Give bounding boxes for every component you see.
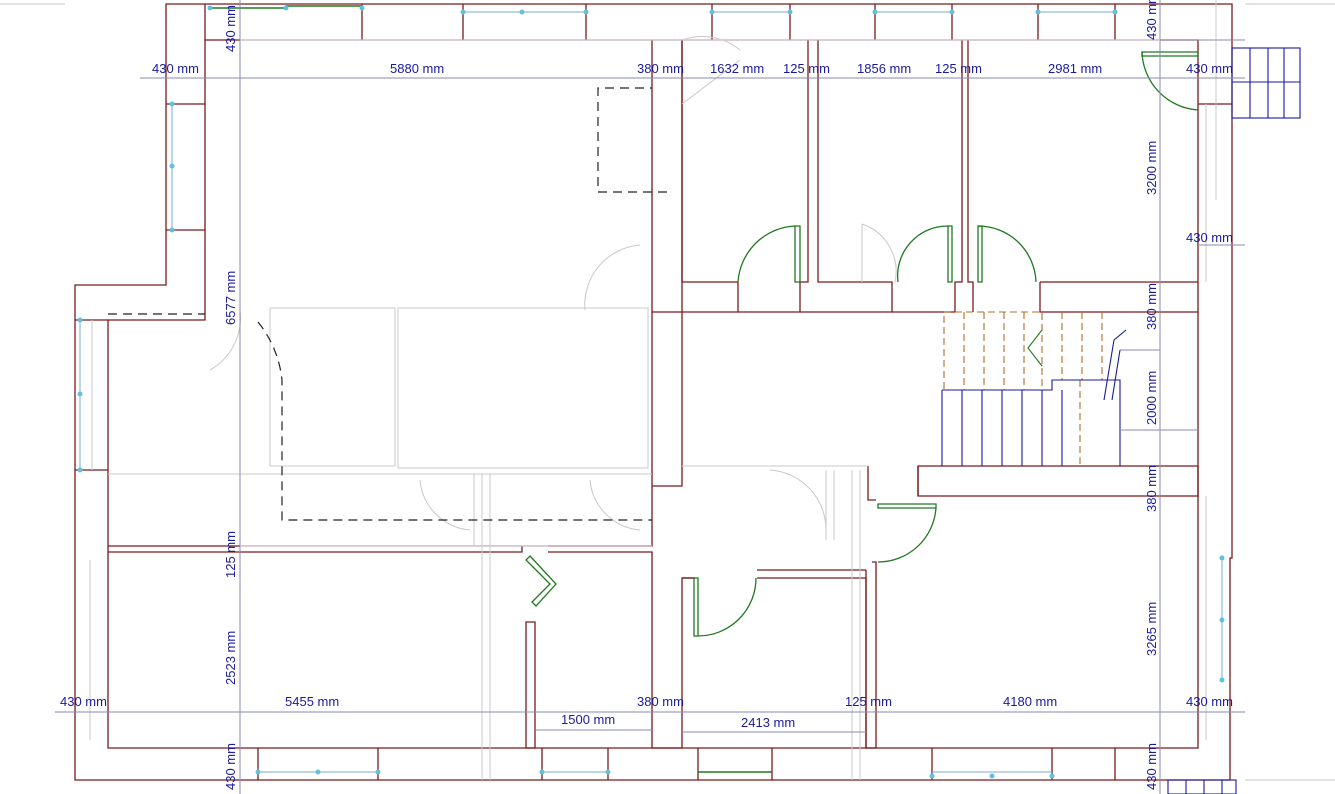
dim-top-125-a: 125 mm — [783, 61, 830, 76]
dim-top-380: 380 mm — [637, 61, 684, 76]
dim-right-430-b: 430 mm — [1186, 230, 1233, 245]
dim-top-125-b: 125 mm — [935, 61, 982, 76]
dim-left-430-top: 430 mm — [223, 5, 238, 52]
dim-left-125: 125 mm — [223, 531, 238, 578]
dim-top-5880: 5880 mm — [390, 61, 444, 76]
dim-bot-125: 125 mm — [845, 694, 892, 709]
dim-bot-2413: 2413 mm — [741, 715, 795, 730]
dim-bot-380: 380 mm — [637, 694, 684, 709]
dim-bot-4180: 4180 mm — [1003, 694, 1057, 709]
dim-right-3200: 3200 mm — [1144, 141, 1159, 195]
dim-top-430-right: 430 mm — [1186, 61, 1233, 76]
dim-left-430-bot: 430 mm — [223, 743, 238, 790]
dim-right-380-b: 380 mm — [1144, 465, 1159, 512]
dim-top-2981: 2981 mm — [1048, 61, 1102, 76]
dim-top-430-left: 430 mm — [152, 61, 199, 76]
wall-nodes — [77, 5, 1225, 779]
thin-lines — [89, 0, 1217, 780]
dim-right-3265: 3265 mm — [1144, 602, 1159, 656]
doors — [525, 51, 1199, 637]
dim-right-430-top: 430 mm — [1144, 0, 1159, 40]
dim-left-6577: 6577 mm — [223, 271, 238, 325]
dim-bot-430-right: 430 mm — [1186, 694, 1233, 709]
dim-top-1856: 1856 mm — [857, 61, 911, 76]
dim-bot-430-left: 430 mm — [60, 694, 107, 709]
dim-bot-1500: 1500 mm — [561, 712, 615, 727]
staircase — [941, 47, 1301, 794]
dim-right-380-a: 380 mm — [1144, 283, 1159, 330]
dim-right-2000: 2000 mm — [1144, 371, 1159, 425]
windows — [79, 5, 1223, 773]
drawing-frame — [0, 3, 1335, 781]
dashed-outline — [108, 87, 667, 521]
dimension-labels: 430 mm 5880 mm 380 mm 1632 mm 125 mm 185… — [60, 0, 1233, 790]
dim-bot-5455: 5455 mm — [285, 694, 339, 709]
outer-walls — [74, 3, 1233, 781]
dim-right-430-bot: 430 mm — [1144, 743, 1159, 790]
dim-left-2523: 2523 mm — [223, 631, 238, 685]
dim-top-1632: 1632 mm — [710, 61, 764, 76]
dimension-lines — [55, 0, 1245, 794]
inner-walls — [75, 4, 1232, 780]
